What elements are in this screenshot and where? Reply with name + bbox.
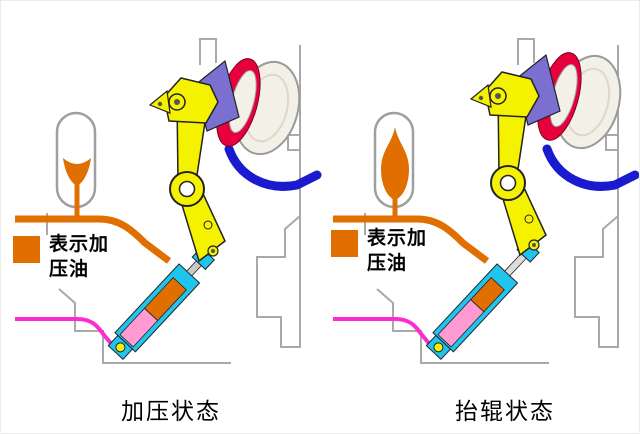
oil-level-shape-high [381, 127, 409, 200]
left-diagram-pressurized [13, 38, 317, 364]
legend-left: 表示加压油 [13, 233, 115, 282]
legend-label: 表示加压油 [367, 228, 428, 274]
diagram-canvas [1, 38, 640, 364]
caption-pressurized-state: 加压状态 [121, 399, 221, 424]
caption-roller-lifted-state: 抬辊状态 [455, 399, 555, 424]
lever-arm [149, 77, 226, 262]
blue-pipe [229, 149, 317, 186]
right-diagram-lifted [331, 38, 635, 364]
pressure-oil-swatch [331, 230, 358, 257]
legend-label: 表示加压油 [49, 234, 110, 280]
legend-right: 表示加压油 [331, 227, 433, 276]
blue-pipe [547, 149, 635, 186]
lever-arm [470, 71, 547, 256]
hydraulic-cylinder [104, 243, 219, 363]
return-line [13, 317, 116, 349]
return-line [331, 317, 434, 349]
oil-level-shape-low [63, 158, 91, 186]
pressure-oil-swatch [13, 236, 40, 263]
